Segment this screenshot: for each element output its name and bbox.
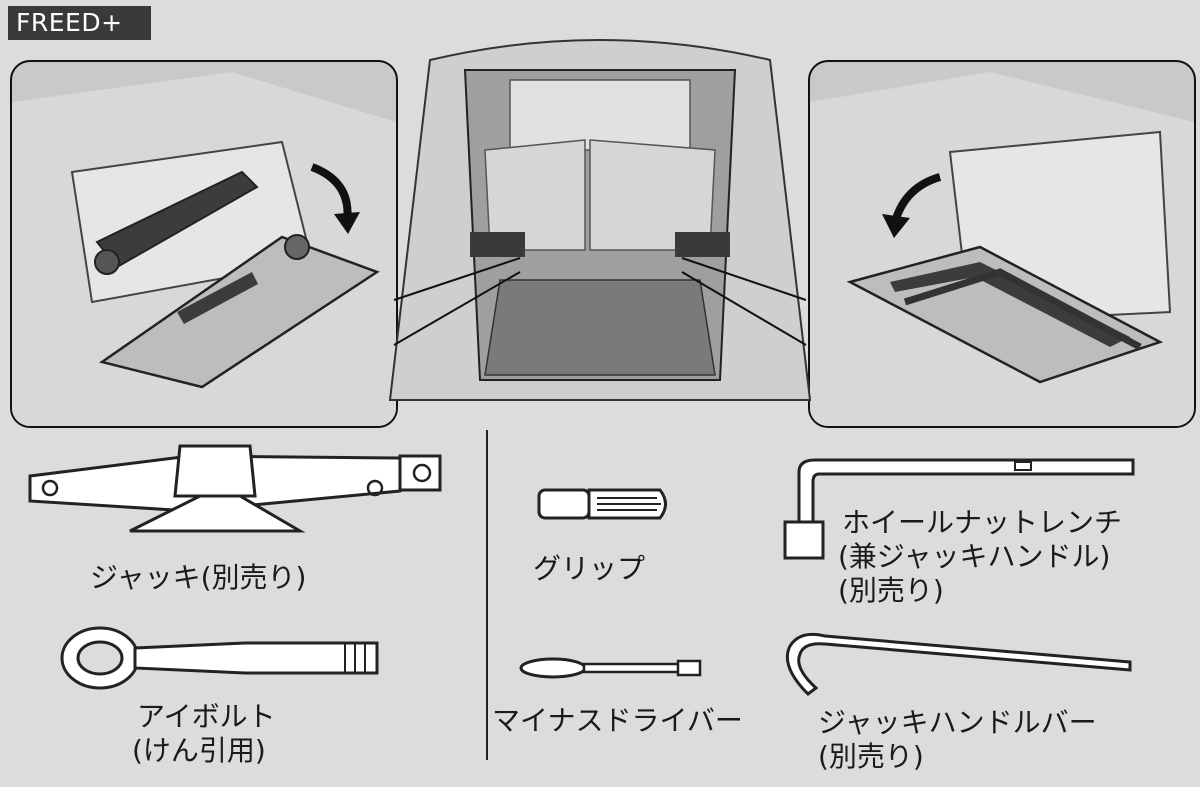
jack-handle-bar-illustration xyxy=(785,632,1132,696)
wrench-label-line3: (別売り) xyxy=(838,574,944,607)
wrench-label-line1: ホイールナットレンチ xyxy=(842,506,1123,539)
screwdriver-illustration xyxy=(519,657,702,679)
section-divider xyxy=(486,430,488,760)
curved-arrow-icon xyxy=(891,173,942,224)
grip-label: グリップ xyxy=(533,552,646,585)
screwdriver-label: マイナスドライバー xyxy=(492,704,743,737)
right-detail-panel xyxy=(808,60,1196,428)
jack-illustration xyxy=(28,444,442,533)
model-badge: FREED+ xyxy=(8,6,151,40)
eyebolt-illustration xyxy=(60,626,379,690)
jack-label: ジャッキ(別売り) xyxy=(90,561,307,594)
eyebolt-label-line2: (けん引用) xyxy=(132,734,266,767)
wrench-label-line2: (兼ジャッキハンドル) xyxy=(838,540,1111,573)
jackbar-label-line1: ジャッキハンドルバー xyxy=(818,706,1097,739)
left-detail-panel xyxy=(10,60,398,428)
eyebolt-label-line1: アイボルト xyxy=(137,700,276,733)
wheel-nut-wrench-illustration xyxy=(783,458,1135,560)
grip-illustration xyxy=(537,488,667,520)
vehicle-rear-illustration xyxy=(388,39,812,401)
jackbar-label-line2: (別売り) xyxy=(818,740,924,773)
